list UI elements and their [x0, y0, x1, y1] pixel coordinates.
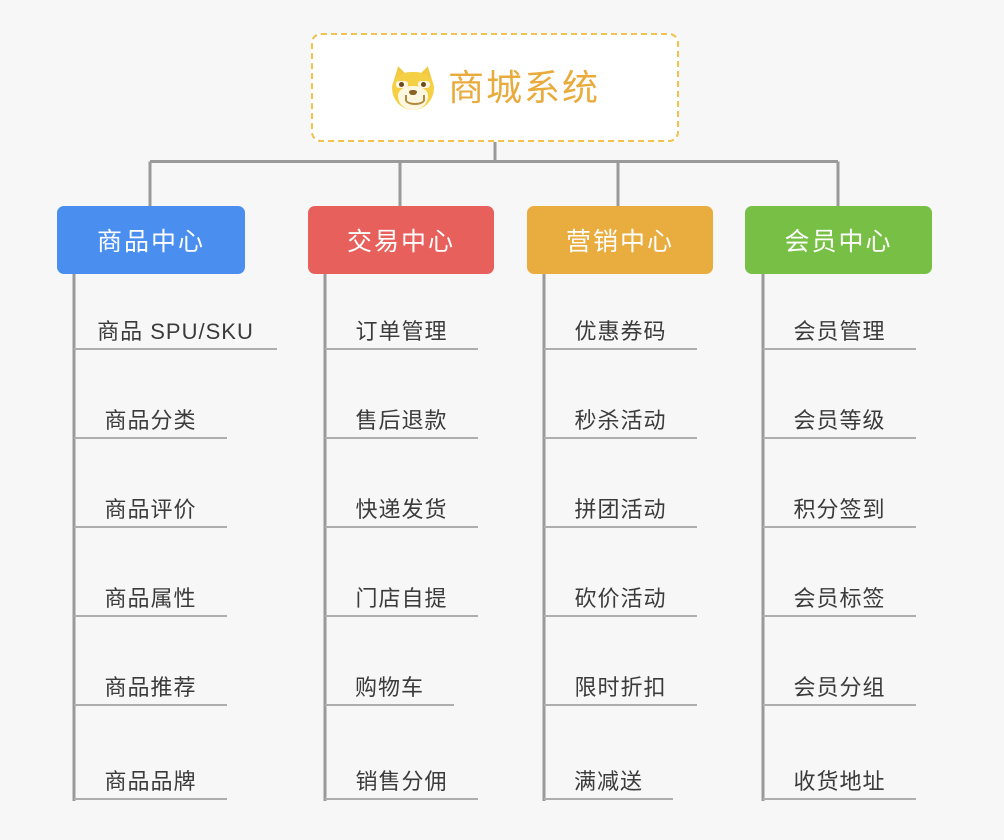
- category-header-product[interactable]: 商品中心: [57, 206, 245, 274]
- leaf-item[interactable]: 积分签到: [763, 490, 916, 528]
- category-header-trade[interactable]: 交易中心: [308, 206, 494, 274]
- leaf-item[interactable]: 商品推荐: [74, 668, 227, 706]
- leaf-item[interactable]: 会员等级: [763, 401, 916, 439]
- leaf-item[interactable]: 售后退款: [325, 401, 478, 439]
- leaf-item[interactable]: 商品品牌: [74, 762, 227, 800]
- leaf-item[interactable]: 商品 SPU/SKU: [74, 312, 277, 350]
- category-header-member[interactable]: 会员中心: [745, 206, 932, 274]
- leaf-item[interactable]: 会员标签: [763, 579, 916, 617]
- leaf-item[interactable]: 购物车: [325, 668, 454, 706]
- leaf-item[interactable]: 拼团活动: [544, 490, 697, 528]
- leaf-item[interactable]: 商品评价: [74, 490, 227, 528]
- leaf-item[interactable]: 满减送: [544, 762, 673, 800]
- leaf-item[interactable]: 砍价活动: [544, 579, 697, 617]
- leaf-item[interactable]: 优惠券码: [544, 312, 697, 350]
- leaf-item[interactable]: 会员管理: [763, 312, 916, 350]
- category-header-marketing[interactable]: 营销中心: [527, 206, 713, 274]
- root-node[interactable]: 商城系统: [311, 33, 679, 142]
- leaf-item[interactable]: 秒杀活动: [544, 401, 697, 439]
- shiba-dog-face-icon: [389, 63, 437, 110]
- leaf-item[interactable]: 订单管理: [325, 312, 478, 350]
- leaf-item[interactable]: 会员分组: [763, 668, 916, 706]
- leaf-item[interactable]: 商品属性: [74, 579, 227, 617]
- root-title: 商城系统: [447, 66, 600, 108]
- leaf-item[interactable]: 商品分类: [74, 401, 227, 439]
- leaf-item[interactable]: 销售分佣: [325, 762, 478, 800]
- leaf-item[interactable]: 限时折扣: [544, 668, 697, 706]
- leaf-item[interactable]: 门店自提: [325, 579, 478, 617]
- leaf-item[interactable]: 快递发货: [325, 490, 478, 528]
- leaf-item[interactable]: 收货地址: [763, 762, 916, 800]
